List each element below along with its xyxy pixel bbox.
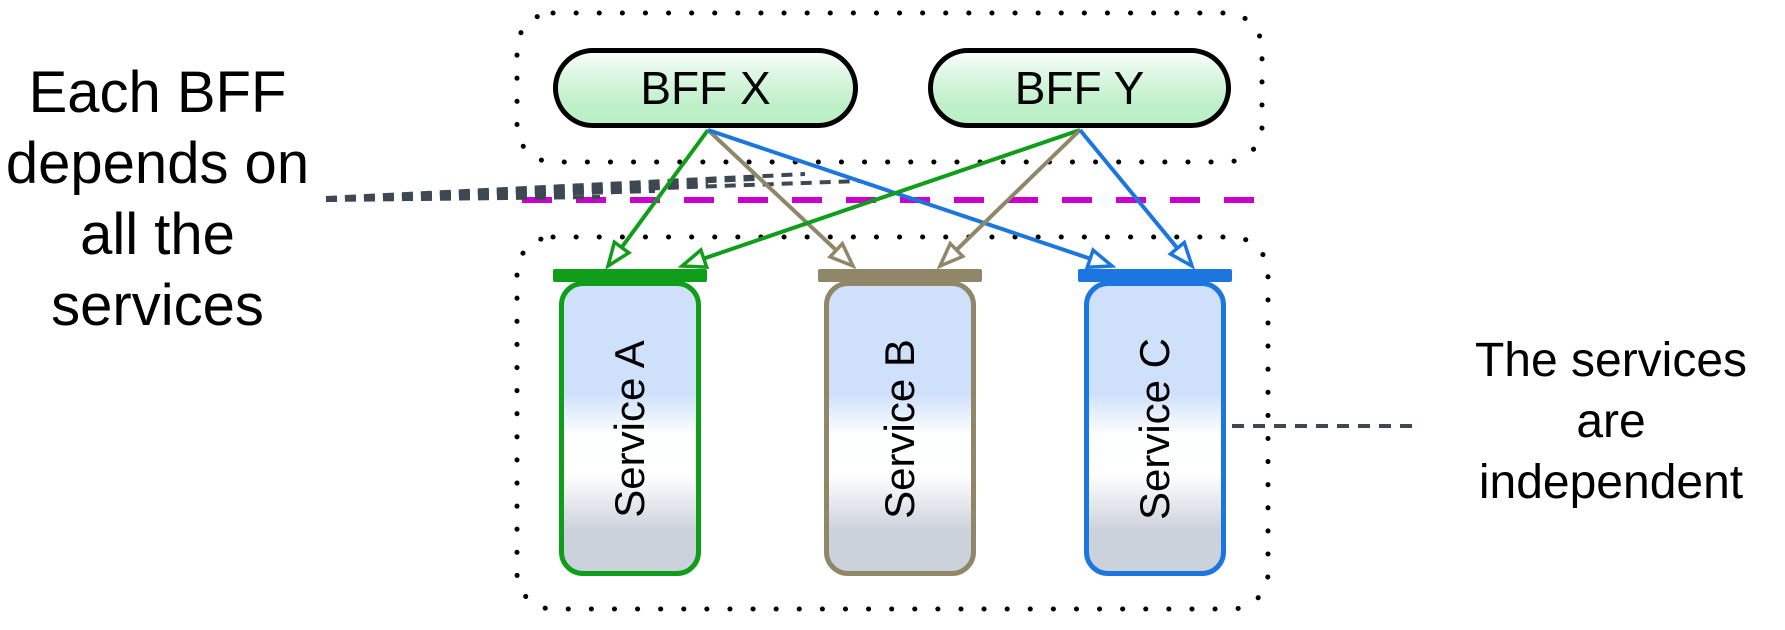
service-c-body: Service C xyxy=(1084,281,1226,576)
leader-line xyxy=(325,177,756,201)
left-annotation-line: Each BFF xyxy=(28,60,287,125)
leader-line xyxy=(325,183,709,201)
right-annotation-line: independent xyxy=(1478,456,1744,509)
right-annotation-line: are xyxy=(1576,395,1646,448)
right-annotation: The services are independent xyxy=(1437,330,1785,513)
bff-y-node: BFF Y xyxy=(928,48,1231,128)
leader-line xyxy=(325,189,656,202)
arrow-bffy-to-service-c xyxy=(1078,128,1192,266)
left-annotation-line: services xyxy=(51,273,264,338)
left-annotation-leader-lines xyxy=(325,172,861,202)
service-b-node: Service B xyxy=(818,269,982,576)
bff-x-label: BFF X xyxy=(640,62,771,114)
leader-line xyxy=(325,172,806,200)
left-annotation: Each BFF depends on all the services xyxy=(0,57,315,341)
service-a-node: Service A xyxy=(553,269,707,576)
left-annotation-line: depends on xyxy=(5,131,310,196)
service-a-label: Service A xyxy=(606,339,653,518)
arrow-bffy-to-service-a xyxy=(682,128,1081,266)
service-c-label: Service C xyxy=(1131,337,1178,520)
service-a-body: Service A xyxy=(559,281,701,576)
arrow-bffy-to-service-b xyxy=(940,128,1082,266)
service-b-body: Service B xyxy=(824,281,976,576)
arrow-bffx-to-service-c xyxy=(707,128,1112,266)
bff-y-label: BFF Y xyxy=(1014,62,1145,114)
service-c-node: Service C xyxy=(1078,269,1232,576)
arrow-bffx-to-service-a xyxy=(608,128,710,266)
left-annotation-line: all the xyxy=(80,202,235,267)
leader-line xyxy=(325,179,861,202)
bff-x-node: BFF X xyxy=(553,48,858,128)
arrow-bffx-to-service-b xyxy=(706,128,853,266)
service-b-label: Service B xyxy=(876,338,923,519)
right-annotation-line: The services xyxy=(1474,334,1748,387)
leader-line xyxy=(325,195,601,202)
